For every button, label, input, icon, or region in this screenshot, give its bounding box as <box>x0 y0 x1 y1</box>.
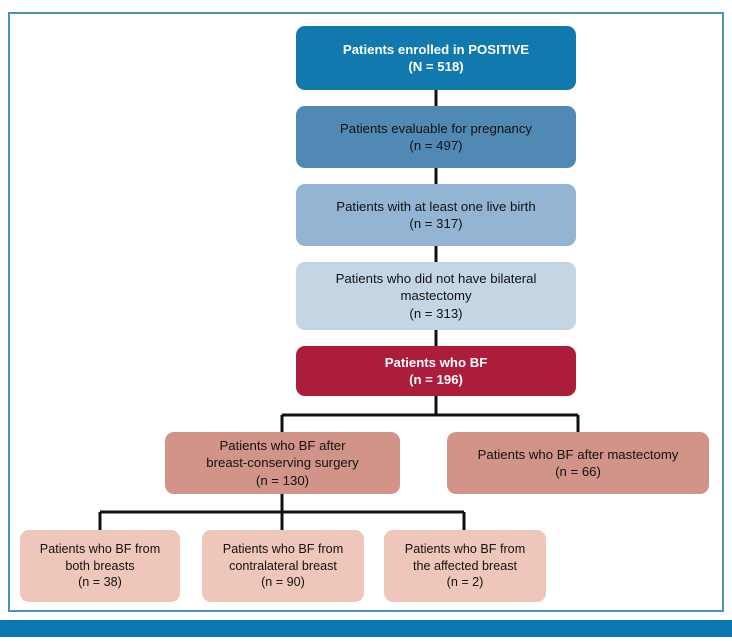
node-livebirth-line1: Patients with at least one live birth <box>336 198 536 214</box>
node-contralateral-line2: contralateral breast <box>229 558 337 573</box>
node-mastectomy-line2: (n = 66) <box>555 464 601 479</box>
node-bf-from-affected-breast[interactable]: Patients who BF from the affected breast… <box>384 530 546 602</box>
node-affected-line3: (n = 2) <box>446 575 484 590</box>
node-bf-from-contralateral-breast[interactable]: Patients who BF from contralateral breas… <box>202 530 364 602</box>
node-affected-line2: the affected breast <box>412 558 518 573</box>
node-both-line2: both breasts <box>65 558 135 573</box>
node-bcs-line2: breast-conserving surgery <box>206 455 359 471</box>
node-patients-evaluable-for-pregnancy[interactable]: Patients evaluable for pregnancy (n = 49… <box>296 106 576 168</box>
node-bf-after-breast-conserving-surgery[interactable]: Patients who BF after breast-conserving … <box>165 432 400 494</box>
node-both-line1: Patients who BF from <box>39 542 161 557</box>
node-evaluable-line1: Patients evaluable for pregnancy <box>339 120 533 136</box>
node-bcs-line3: (n = 130) <box>255 472 310 488</box>
node-no-bilateral-mastectomy[interactable]: Patients who did not have bilateral mast… <box>296 262 576 330</box>
node-nobilateral-line1: Patients who did not have bilateral <box>335 271 537 287</box>
node-nobilateral-line2: mastectomy <box>400 288 472 304</box>
node-bf-from-both-breasts[interactable]: Patients who BF from both breasts (n = 3… <box>20 530 180 602</box>
node-nobilateral-line3: (n = 313) <box>409 305 463 321</box>
node-mastectomy-line1: Patients who BF after mastectomy <box>477 446 679 462</box>
node-patients-with-live-birth[interactable]: Patients with at least one live birth (n… <box>296 184 576 246</box>
node-bcs-line1: Patients who BF after <box>219 438 346 454</box>
node-patients-enrolled[interactable]: Patients enrolled in POSITIVE (N = 518) <box>296 26 576 90</box>
node-patients-who-bf[interactable]: Patients who BF (n = 196) <box>296 346 576 396</box>
node-bf-line1: Patients who BF <box>384 354 488 370</box>
node-both-line3: (n = 38) <box>78 575 122 590</box>
node-affected-line1: Patients who BF from <box>404 542 526 557</box>
node-contralateral-line1: Patients who BF from <box>222 542 344 557</box>
node-enrolled-line2: (N = 518) <box>408 59 464 74</box>
node-evaluable-line2: (n = 497) <box>409 138 463 153</box>
node-bf-line2: (n = 196) <box>409 372 463 387</box>
bottom-accent-bar <box>0 620 732 637</box>
node-bf-after-mastectomy[interactable]: Patients who BF after mastectomy (n = 66… <box>447 432 709 494</box>
node-livebirth-line2: (n = 317) <box>409 216 463 231</box>
node-contralateral-line3: (n = 90) <box>261 575 305 590</box>
figure-border-frame <box>8 12 724 612</box>
node-enrolled-line1: Patients enrolled in POSITIVE <box>342 41 530 57</box>
